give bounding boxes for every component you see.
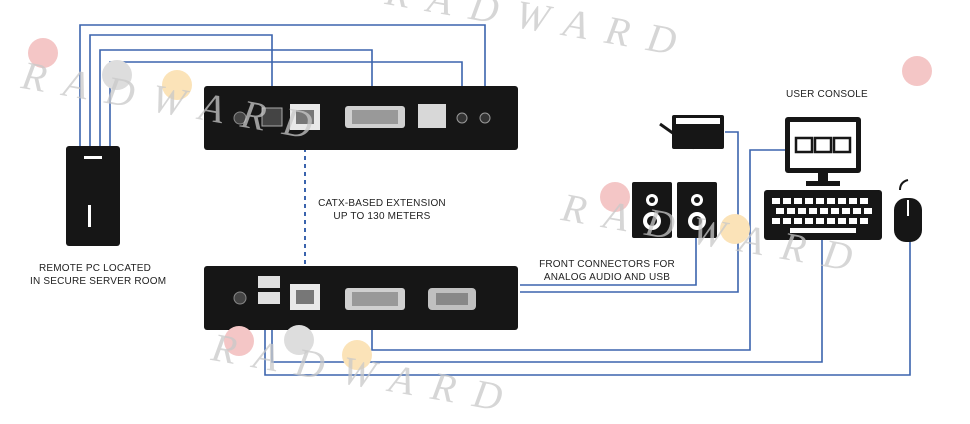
usb-tablet-cable: [520, 131, 739, 293]
front-connectors-label: FRONT CONNECTORS FOR ANALOG AUDIO AND US…: [532, 258, 682, 284]
kvm-extender-diagram: [66, 24, 922, 376]
dvi-monitor-cable: [371, 149, 790, 351]
usb-keyboard-cable: [271, 240, 823, 363]
audio-cable-top-2: [79, 24, 486, 150]
usb-cable-top: [89, 34, 273, 150]
mouse-icon: [894, 179, 922, 242]
receiver-unit: [204, 266, 518, 330]
top-cables: [79, 24, 486, 150]
tablet-icon: [659, 115, 724, 150]
usb-mouse-cable: [264, 240, 911, 376]
speakers-icon: [632, 182, 717, 238]
remote-pc-label-line1: REMOTE PC LOCATED: [38, 263, 152, 274]
dvi-cable-top: [99, 49, 373, 150]
transmitter-unit: [204, 86, 518, 150]
catx-label: CATx-BASED EXTENSION UP TO 130 METERS: [312, 197, 452, 223]
remote-pc-label: REMOTE PC LOCATED IN SECURE SERVER ROOM: [30, 262, 167, 288]
user-console-label: USER CONSOLE: [786, 89, 868, 100]
catx-label-line2: UP TO 130 METERS: [333, 211, 431, 222]
front-connectors-label-line1: FRONT CONNECTORS FOR: [539, 259, 675, 270]
catx-label-line1: CATx-BASED EXTENSION: [318, 198, 446, 209]
bottom-cables: [264, 131, 911, 376]
front-connectors-label-line2: ANALOG AUDIO AND USB: [543, 272, 671, 283]
audio-cable: [520, 238, 697, 286]
remote-pc-icon: [66, 146, 120, 246]
remote-pc-label-line2: IN SECURE SERVER ROOM: [30, 276, 167, 287]
monitor-icon: [785, 117, 861, 186]
keyboard-icon: [764, 190, 882, 240]
